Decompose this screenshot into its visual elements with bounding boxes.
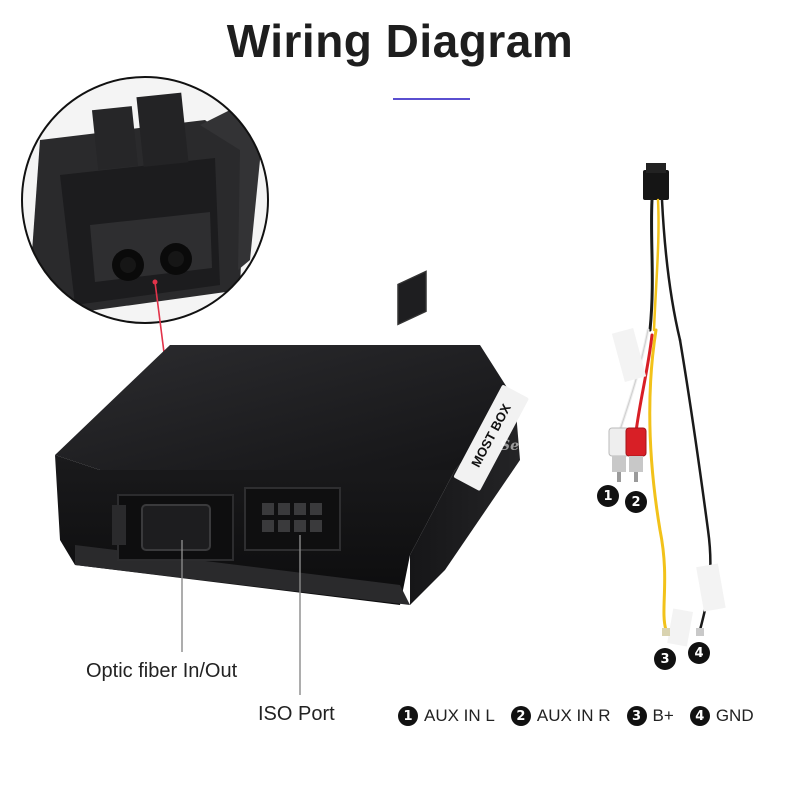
page-title: Wiring Diagram [226,15,574,67]
wire-badge-1: 1 [597,485,619,507]
legend-label: B+ [652,706,674,725]
legend-item-b-plus: 3 B+ [626,706,674,726]
watermark: Seicane.com [500,438,599,454]
legend-label: GND [715,706,754,725]
legend: 1 AUX IN L 2 AUX IN R 3 B+ 4 GND [398,704,754,728]
legend-item-gnd: 4 GND [689,706,754,726]
legend-number: 4 [689,706,710,726]
optic-fiber-callout: Optic fiber In/Out [86,660,238,682]
wire-harness [608,163,726,647]
legend-number: 3 [626,706,647,726]
most-box [55,270,529,605]
legend-item-aux-r: 2 AUX IN R [510,706,611,726]
legend-item-aux-l: 1 AUX IN L [398,706,495,726]
zoom-circle [21,76,269,324]
legend-label: AUX IN R [536,706,611,725]
wire-badge-2: 2 [625,491,647,513]
wire-badge-3: 3 [654,648,676,670]
legend-number: 1 [398,706,418,726]
title-underline [393,98,470,100]
legend-number: 2 [510,706,531,726]
iso-port-callout: ISO Port [258,703,335,725]
wire-badge-4: 4 [688,642,710,664]
legend-label: AUX IN L [424,706,495,725]
